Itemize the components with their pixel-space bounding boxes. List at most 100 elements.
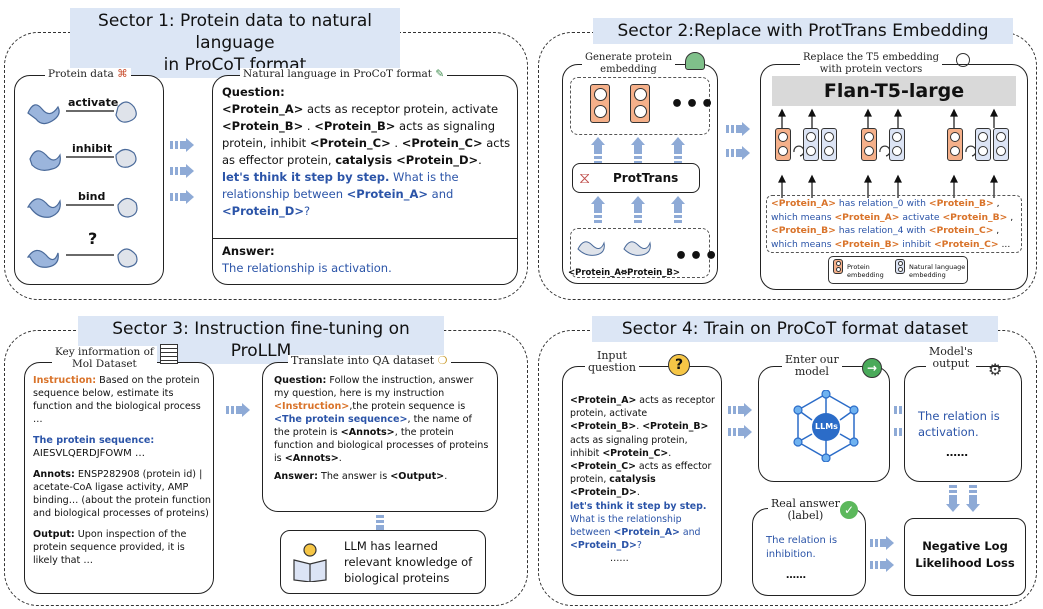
embedding-output-row — [570, 77, 710, 135]
protein-data-label: Protein data ⌘ — [45, 68, 131, 80]
sector-1-title-line1: Sector 1: Protein data to natural langua… — [98, 11, 372, 53]
protein-icon: ⌘ — [117, 68, 128, 80]
protrans-box: ⧖ ProtTrans — [572, 163, 700, 193]
rel-3a: <Protein_B> — [771, 225, 836, 236]
q-seg3: <Protein_B> — [222, 119, 304, 133]
rel-2a: which means — [771, 211, 835, 223]
model-label: Enter our model — [782, 354, 842, 378]
qa-content: Question: Follow the instruction, answer… — [274, 374, 490, 483]
qa-a1: The answer is — [317, 471, 391, 482]
qa-answer: Answer: The answer is <Output>. — [274, 470, 490, 483]
s4-arrows-1 — [728, 403, 752, 439]
llm-network-icon — [793, 390, 859, 462]
question-bubble-icon: ? — [668, 354, 690, 376]
key-info-label: Key information of Mol Dataset — [52, 346, 157, 370]
q-seg10: acts as effector protein, — [222, 136, 511, 167]
s4-arrows-3 — [870, 536, 894, 572]
replace-t5-label-1: Replace the T5 embedding — [803, 52, 940, 63]
iq-b2: What is the relationship between — [570, 513, 682, 539]
qa-q8: <Annots> — [284, 453, 339, 464]
model-label-1: Enter our — [785, 353, 839, 366]
legend-protein-text-2: embedding — [847, 271, 884, 279]
q-seg6: acts as signaling protein, inhibit — [222, 119, 496, 150]
q-seg11: catalysis <Protein_D> — [335, 153, 479, 167]
embedding-vector-a — [590, 84, 610, 123]
input-question-box — [562, 366, 722, 596]
t5-vector-5 — [889, 128, 905, 161]
key-info-label-1: Key information of — [55, 346, 154, 358]
iq-5: <Protein_B> — [642, 421, 709, 433]
rel-2d: <Protein_B> — [942, 211, 1008, 223]
t5-arrows — [778, 108, 998, 198]
embedding-ellipsis: ••• — [670, 92, 716, 117]
t5-vector-2 — [803, 128, 819, 161]
legend-nl-text-1: Natural language — [909, 263, 966, 271]
protein-structure-a1 — [27, 104, 60, 125]
output-text: Upon inspection of the protein sequence … — [33, 529, 187, 566]
iq-11: catalysis <Protein_D> — [570, 474, 656, 499]
rel-line-1: <Protein_A> has relation_0 with <Protein… — [771, 197, 1017, 211]
qa-dataset-box — [262, 362, 498, 512]
rel-2e: , — [1007, 211, 1014, 223]
protein-a-label: <Protein_A> — [568, 268, 629, 278]
qa-q5: , the name of the protein is — [274, 414, 472, 438]
annots-text: ENSP282908 (protein id) | acetate-CoA li… — [33, 469, 212, 519]
real-answer-text: The relation is inhibition. — [766, 535, 838, 560]
natural-language-label-text: Natural language in ProCoT format — [243, 68, 433, 80]
q-seg9: <Protein_C> — [401, 136, 483, 150]
s1-arrows — [170, 138, 194, 204]
q-blue3: <Protein_A> — [346, 187, 428, 201]
model-output-label: Model's output — [926, 346, 976, 370]
iq-b5: <Protein_D> — [570, 540, 637, 552]
qa-a-head: Answer: — [274, 471, 318, 482]
rel-line-3: <Protein_B> has relation_4 with <Protein… — [771, 224, 1017, 238]
iq-4: . — [636, 421, 643, 433]
iq-b4: and — [679, 527, 701, 539]
qa-q1: Follow the instruction, answer my questi… — [274, 375, 474, 399]
instruction-block: Instruction: Based on the protein sequen… — [33, 374, 211, 426]
rel-4c: inhibit — [899, 238, 934, 250]
protrans-label: ProtTrans — [613, 171, 679, 185]
iq-blue: let's think it step by step. What is the… — [570, 500, 718, 553]
learned-text: LLM has learned relevant knowledge of bi… — [344, 539, 473, 585]
rel-1d: , — [993, 198, 1000, 209]
llms-label: LLMs — [815, 422, 838, 431]
q-blue4: and — [428, 187, 454, 201]
protein-structure-b1 — [115, 101, 137, 123]
model-output-label-2: output — [932, 357, 970, 370]
qa-q6: <Annots> — [340, 427, 395, 438]
rel-4a: which means — [771, 238, 835, 250]
t5-vector-6 — [947, 128, 963, 161]
dna-icon: ⧖ — [579, 168, 591, 187]
iq-12: . — [636, 487, 640, 499]
book-icon — [292, 542, 328, 583]
real-answer-label-1: Real answer — [771, 497, 840, 510]
iq-10: acts as effector protein, — [570, 461, 712, 486]
s4-down-arrows — [946, 485, 980, 512]
replace-t5-label: Replace the T5 embedding with protein ve… — [800, 52, 943, 76]
qa-q-head: Question: — [274, 375, 327, 386]
rel-4d: <Protein_C> — [933, 238, 999, 250]
input-question-label-1: Input — [596, 349, 627, 362]
q-seg5: <Protein_B> — [314, 119, 396, 133]
output-block: Output: Upon inspection of the protein s… — [33, 528, 211, 567]
q-blue5: <Protein_D> — [222, 204, 304, 218]
iq-end: …… — [610, 553, 629, 565]
model-output-text: The relation is activation. — [918, 409, 1000, 439]
iq-b6: ? — [636, 540, 642, 552]
input-question-label-2: question — [588, 361, 636, 374]
qa-q2: <Instruction> — [274, 401, 350, 412]
replace-t5-label-2: with protein vectors — [819, 64, 923, 75]
relation-bind: bind — [78, 190, 106, 203]
real-answer-label-2: (label) — [787, 509, 824, 522]
natural-language-box — [212, 75, 518, 285]
iq-3: <Protein_B> — [570, 421, 637, 433]
t5-vector-3 — [821, 128, 837, 161]
relation-inhibit: inhibit — [72, 142, 113, 155]
loss-box — [904, 518, 1026, 596]
sector-2-title: Sector 2:Replace with ProtTrans Embeddin… — [593, 18, 1013, 44]
protein-structure-a4 — [26, 249, 59, 268]
protein-input-up-arrows — [591, 196, 685, 223]
output-head: Output: — [33, 529, 75, 540]
instruction-text: Based on the protein sequence below, est… — [33, 375, 201, 425]
